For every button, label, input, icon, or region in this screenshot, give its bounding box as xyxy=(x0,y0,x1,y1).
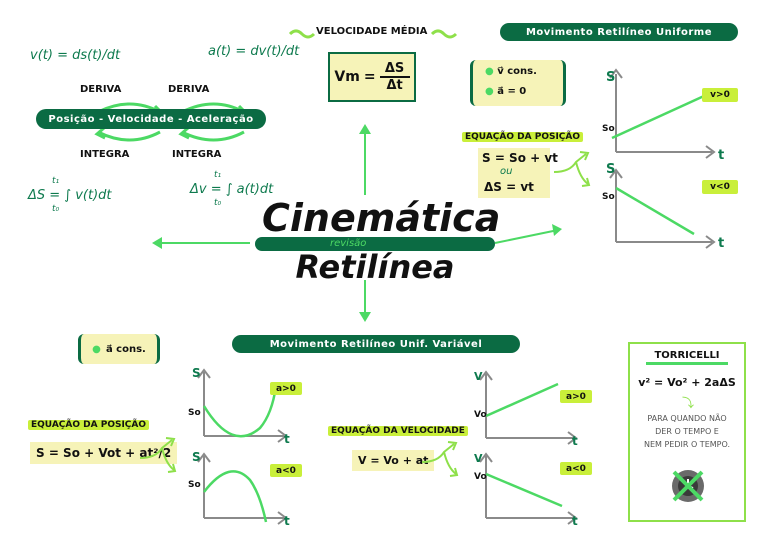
title-line-1: Cinemática xyxy=(262,196,501,240)
mru-g1-badge: v>0 xyxy=(702,88,738,102)
mru-graph-negative xyxy=(609,168,716,249)
mruv-vel-split-arrow xyxy=(421,441,459,477)
mru-conditions: ● v⃗ cons. ● a⃗ = 0 xyxy=(470,60,566,106)
integral-lower-limit-2: t₀ xyxy=(214,198,222,208)
torricelli-note-line-2: der o tempo e xyxy=(655,427,719,436)
torricelli-note: Para quando não der o tempo e nem pedir … xyxy=(630,412,744,451)
vel-media-title: Velocidade média xyxy=(316,26,428,37)
vm-numerator: ΔS xyxy=(384,61,405,76)
integral-lower-limit-1: t₀ xyxy=(52,204,60,214)
center-arrows xyxy=(152,124,562,322)
mruv-g4-t-label: t xyxy=(572,514,578,528)
torricelli-arrow-icon: ⤵ xyxy=(682,396,695,410)
mruv-g2-so-label: So xyxy=(188,480,201,490)
torricelli-box: Torricelli v² = Vo² + 2aΔS ⤵ Para quando… xyxy=(628,342,746,522)
vel-media-formula-box: Vm = ΔS Δt xyxy=(328,52,416,102)
mruv-title-bar: Movimento Retilíneo Unif. Variável xyxy=(232,335,520,353)
mruv-eq-vel-title: Equação da velocidade xyxy=(328,418,468,437)
displacement-integral: ΔS = ∫ v(t)dt xyxy=(28,188,112,203)
mru-condition-velocity: ● v⃗ cons. xyxy=(485,66,537,77)
velocity-integral: Δv = ∫ a(t)dt xyxy=(190,182,274,197)
mruv-vel-graph-positive xyxy=(479,370,578,445)
mruv-vel-line-up xyxy=(485,382,559,418)
mruv-g2-badge: a<0 xyxy=(270,464,302,477)
mru-title-bar: Movimento Retilíneo Uniforme xyxy=(500,23,738,41)
mruv-vel-line-down xyxy=(485,472,563,508)
torricelli-note-line-1: Para quando não xyxy=(647,414,727,423)
mru-g2-s-label: S xyxy=(606,162,616,177)
mruv-pos-split-arrow xyxy=(139,437,177,473)
mru-eq2: ΔS = vt xyxy=(484,180,534,194)
mruv-g4-badge: a<0 xyxy=(560,462,592,475)
mruv-g3-t-label: t xyxy=(572,434,578,448)
torricelli-title: Torricelli xyxy=(646,350,728,365)
mruv-g4-v-label: V xyxy=(474,452,483,465)
position-velocity-acceleration-bar: Posição - Velocidade - Aceleração xyxy=(36,109,266,129)
mruv-pos-graph-negative xyxy=(197,452,288,525)
mru-g1-t-label: t xyxy=(718,148,725,163)
mru-g1-so-label: So xyxy=(602,124,615,134)
mruv-pos-parabola-up xyxy=(202,385,278,438)
acceleration-definition: a(t) = dv(t)/dt xyxy=(208,44,300,59)
mruv-g1-so-label: So xyxy=(188,408,201,418)
mru-g1-s-label: S xyxy=(606,70,616,85)
title-subtitle: revisão xyxy=(330,238,367,249)
mruv-g4-vo-label: Vo xyxy=(474,472,487,482)
title-underline-bar xyxy=(255,237,495,251)
vm-denominator: Δt xyxy=(386,78,403,93)
mruv-eq-vel: V = Vo + at xyxy=(352,450,435,471)
integra-label-2: INTEGRA xyxy=(172,149,222,160)
mru-or: ou xyxy=(500,166,513,177)
mruv-g2-s-label: S xyxy=(192,450,201,464)
torricelli-note-line-3: nem pedir o tempo. xyxy=(643,440,730,449)
mru-split-arrow xyxy=(553,151,591,187)
deriva-label-1: DERIVA xyxy=(80,84,122,95)
mru-equation-box: S = So + vt ou ΔS = vt xyxy=(478,148,558,198)
mruv-pos-parabola-down xyxy=(203,470,268,523)
velocity-definition: v(t) = ds(t)/dt xyxy=(30,48,121,63)
mru-graph-positive xyxy=(609,68,716,159)
mru-eq-title: Equação da posição xyxy=(462,124,584,143)
deriva-label-2: DERIVA xyxy=(168,84,210,95)
mruv-g2-t-label: t xyxy=(284,514,290,528)
mru-g2-badge: v<0 xyxy=(702,180,738,194)
mruv-g1-t-label: t xyxy=(284,432,290,446)
mruv-g3-badge: a>0 xyxy=(560,390,592,403)
integra-label-1: INTEGRA xyxy=(80,149,130,160)
vm-symbol: Vm xyxy=(334,69,360,85)
mruv-pos-graph-positive xyxy=(197,368,288,443)
integral-upper-limit-2: t₁ xyxy=(214,170,222,180)
vel-media-title-deco xyxy=(288,29,458,39)
integral-upper-limit-1: t₁ xyxy=(52,176,60,186)
mru-eq1: S = So + vt xyxy=(482,151,558,165)
title-line-2: Retilínea xyxy=(295,248,455,286)
mruv-condition: ● a⃗ cons. xyxy=(78,334,160,364)
mru-g2-so-label: So xyxy=(602,192,615,202)
torricelli-formula: v² = Vo² + 2aΔS xyxy=(638,376,736,389)
mruv-vel-graph-negative xyxy=(479,452,578,525)
mruv-g1-badge: a>0 xyxy=(270,382,302,395)
no-clock-icon xyxy=(672,470,704,502)
mruv-g3-v-label: V xyxy=(474,370,483,383)
mru-g1-line xyxy=(611,94,705,140)
mru-condition-acceleration: ● a⃗ = 0 xyxy=(485,86,527,97)
vm-fraction: ΔS Δt xyxy=(379,61,410,93)
mruv-g1-s-label: S xyxy=(192,366,201,380)
mru-g2-t-label: t xyxy=(718,236,725,251)
mru-g2-line xyxy=(615,186,695,236)
mruv-g3-vo-label: Vo xyxy=(474,410,487,420)
mruv-eq-pos-title: Equação da posição xyxy=(28,412,150,431)
